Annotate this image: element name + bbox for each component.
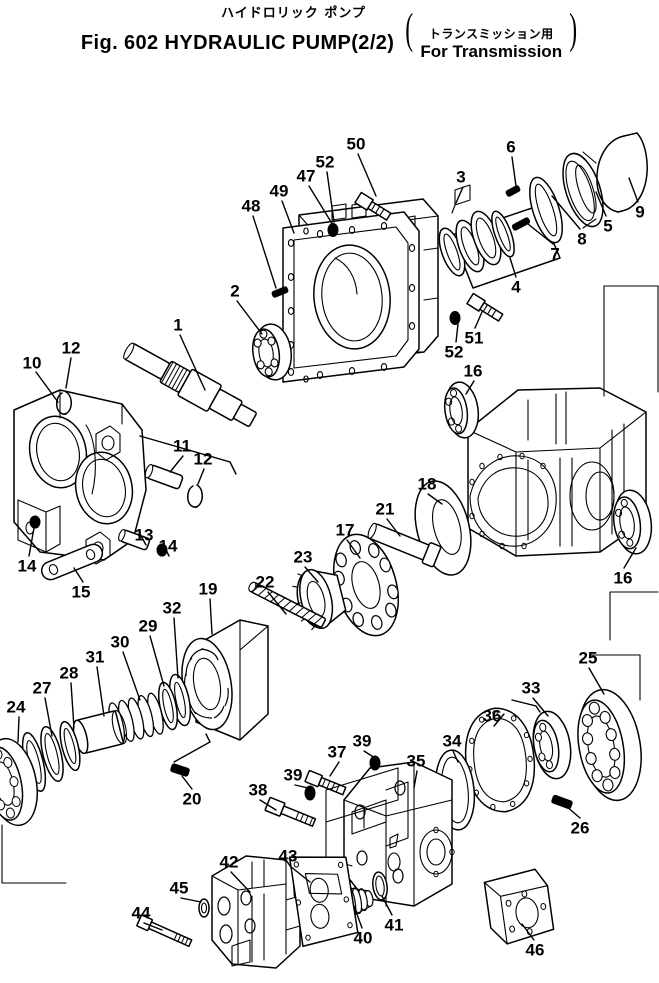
callout-29: 29 <box>138 616 158 636</box>
callout-7: 7 <box>550 244 560 264</box>
callout-47: 47 <box>296 166 316 186</box>
callout-41: 41 <box>384 915 404 935</box>
callout-11: 11 <box>173 436 191 456</box>
figure-title: Fig. 602 HYDRAULIC PUMP(2/2) <box>80 31 395 54</box>
callout-12: 12 <box>61 338 81 358</box>
callout-48: 48 <box>241 196 261 216</box>
group-right-bearing-gasket <box>434 654 642 831</box>
callout-16: 16 <box>613 568 633 588</box>
callout-22: 22 <box>255 572 275 592</box>
kana-sub-title: トランスミッション用 <box>428 27 554 41</box>
callout-35: 35 <box>406 751 426 771</box>
paren-left: ( <box>405 6 414 53</box>
group-piston-spring-stack <box>0 673 192 884</box>
callout-19: 19 <box>198 579 218 599</box>
callout-30: 30 <box>110 632 130 652</box>
main-title-row: Fig. 602 HYDRAULIC PUMP(2/2) ( ) トランスミッシ… <box>0 8 659 61</box>
group-swash-plate <box>248 480 472 637</box>
callout-8: 8 <box>577 229 587 249</box>
group-gear-pump <box>136 855 555 969</box>
leader-lines <box>17 153 639 941</box>
callout-4: 4 <box>511 277 521 297</box>
kana-title-row: ハイドロリック ポンプ spacer <box>0 4 659 24</box>
group-pump-housing <box>13 389 203 581</box>
for-transmission-label: For Transmission <box>420 42 563 61</box>
callout-42: 42 <box>219 852 239 872</box>
callout-6: 6 <box>506 137 516 157</box>
page-title: ハイドロリック ポンプ spacer Fig. 602 HYDRAULIC PU… <box>0 4 659 61</box>
callout-31: 31 <box>85 647 105 667</box>
callout-26: 26 <box>570 818 590 838</box>
callout-12: 12 <box>193 449 213 469</box>
callout-20: 20 <box>182 789 202 809</box>
callout-25: 25 <box>578 648 598 668</box>
callout-33: 33 <box>521 678 541 698</box>
callout-49: 49 <box>269 181 289 201</box>
group-drive-shaft <box>123 323 292 427</box>
callout-50: 50 <box>346 134 366 154</box>
group-pump-cover <box>271 191 504 383</box>
callout-23: 23 <box>293 547 313 567</box>
callout-13: 13 <box>134 525 154 545</box>
group-transmission-case <box>443 285 659 641</box>
callout-2: 2 <box>230 281 240 301</box>
callout-21: 21 <box>375 499 395 519</box>
callout-37: 37 <box>327 742 347 762</box>
callout-16: 16 <box>463 361 483 381</box>
callout-15: 15 <box>71 582 91 602</box>
callout-17: 17 <box>335 520 355 540</box>
paren-right: ) <box>568 6 577 53</box>
callout-39: 39 <box>352 731 372 751</box>
callout-36: 36 <box>482 706 502 726</box>
callout-51: 51 <box>464 328 484 348</box>
callout-3: 3 <box>456 167 466 187</box>
callout-43: 43 <box>278 846 298 866</box>
callout-9: 9 <box>635 202 645 222</box>
callout-32: 32 <box>162 598 182 618</box>
group-seal-stack <box>438 132 648 289</box>
callout-39: 39 <box>283 765 303 785</box>
callout-46: 46 <box>525 940 545 960</box>
callout-44: 44 <box>131 903 151 923</box>
callout-28: 28 <box>59 663 79 683</box>
callout-52: 52 <box>315 152 335 172</box>
callout-5: 5 <box>603 216 613 236</box>
callout-14: 14 <box>158 536 178 556</box>
callout-38: 38 <box>248 780 268 800</box>
callout-45: 45 <box>169 878 189 898</box>
callout-52: 52 <box>444 342 464 362</box>
callout-27: 27 <box>32 678 52 698</box>
callout-34: 34 <box>442 731 462 751</box>
callout-24: 24 <box>6 697 26 717</box>
kana-main-title: ハイドロリック ポンプ <box>221 6 366 21</box>
callout-14: 14 <box>17 556 37 576</box>
callout-10: 10 <box>22 353 42 373</box>
group-lower-pump-body <box>264 755 455 920</box>
callout-18: 18 <box>417 474 437 494</box>
callout-1: 1 <box>173 315 183 335</box>
callout-40: 40 <box>353 928 373 948</box>
group-cylinder-block <box>170 619 269 777</box>
transmission-note: ( ) トランスミッション用 For Transmission <box>404 8 578 61</box>
